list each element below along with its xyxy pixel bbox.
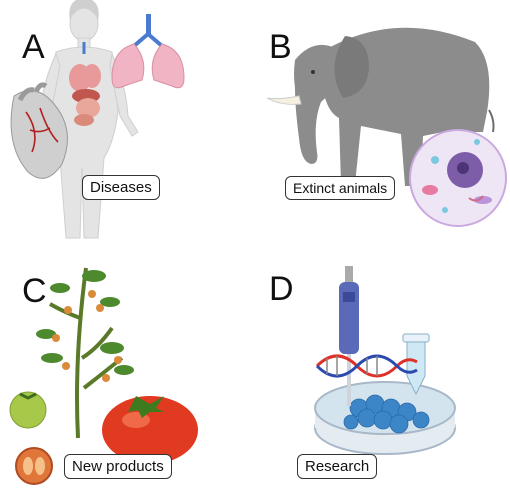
panel-label: Research	[297, 454, 378, 479]
panel-letter: A	[22, 28, 45, 66]
panel-extinct-animals: B Extinct animals	[255, 0, 510, 248]
panel-letter: C	[22, 272, 47, 310]
panel-label: Diseases	[82, 175, 160, 200]
panel-letter: D	[269, 270, 294, 308]
panel-new-products: C New products	[0, 248, 255, 496]
panel-letter: B	[269, 28, 292, 66]
tomato-plant-icon	[9, 267, 198, 485]
panel-label: New products	[64, 454, 172, 479]
elephant-icon	[266, 27, 507, 227]
panel-research: D Research	[255, 248, 510, 496]
panel-label: Extinct animals	[285, 176, 396, 200]
panel-diseases: A Diseases	[0, 0, 255, 248]
pipette-petri-dish-icon	[314, 266, 456, 455]
